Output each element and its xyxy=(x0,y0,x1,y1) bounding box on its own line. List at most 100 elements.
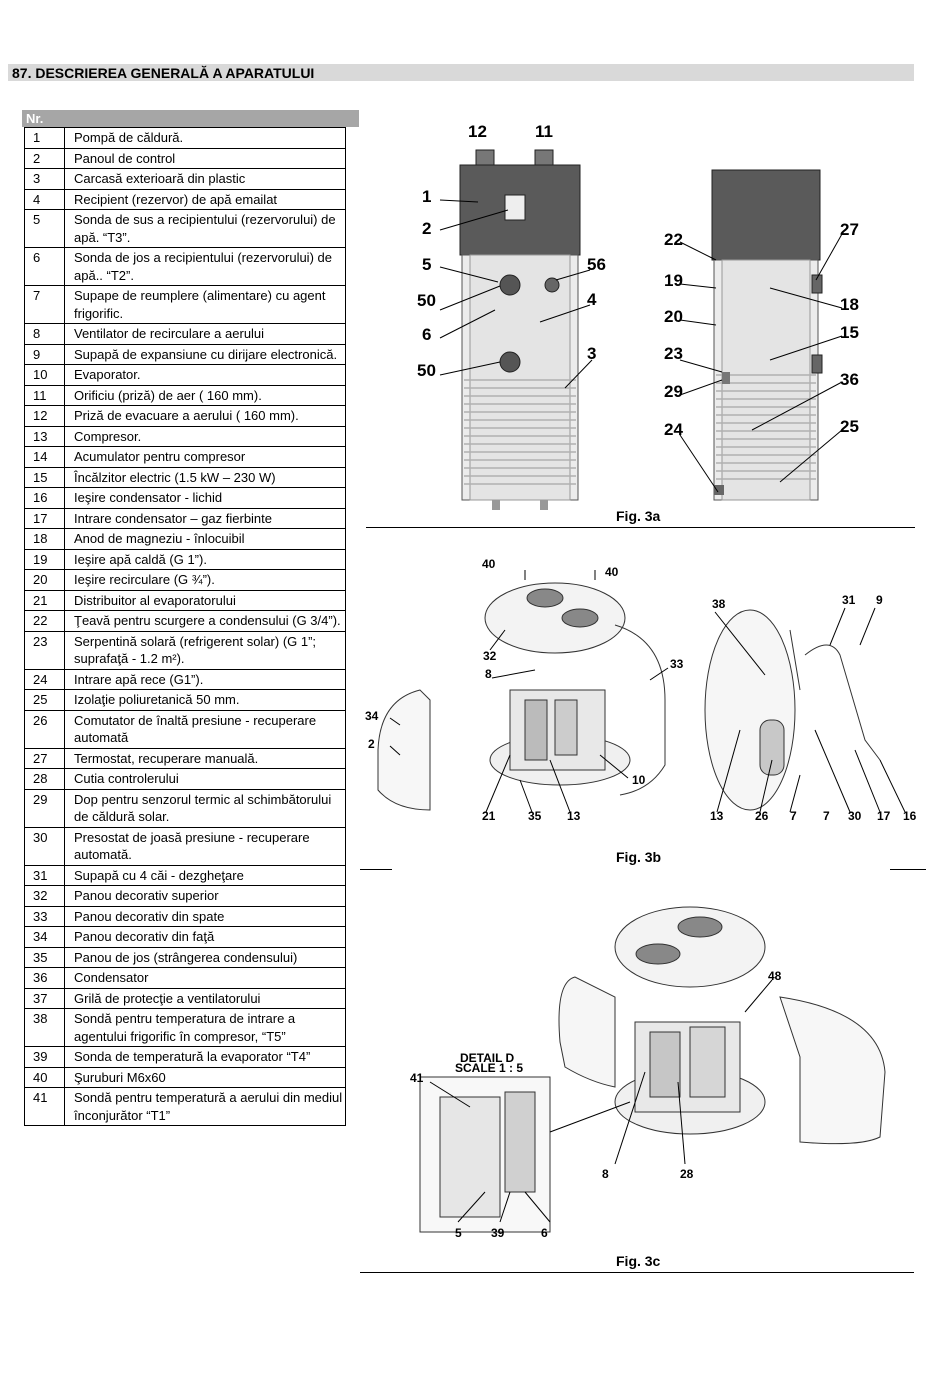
fig3c-caption: Fig. 3c xyxy=(616,1253,661,1269)
part-number: 16 xyxy=(24,487,65,509)
part-description: Termostat, recuperare manuală. xyxy=(64,747,346,769)
part-number: 23 xyxy=(24,630,65,670)
divider xyxy=(366,527,915,528)
part-description: Panou decorativ superior xyxy=(64,885,346,907)
part-number: 34 xyxy=(24,926,65,948)
part-description: Panou decorativ din spate xyxy=(64,905,346,927)
callout-label: 8 xyxy=(485,667,492,681)
callout-label: 2 xyxy=(422,219,431,238)
part-number: 18 xyxy=(24,528,65,550)
callout-label: 15 xyxy=(840,323,859,342)
callout-label: 24 xyxy=(664,420,683,439)
section-title: 87. DESCRIEREA GENERALĂ A APARATULUI xyxy=(8,64,914,81)
callout-label: 56 xyxy=(587,255,606,274)
part-description: Supapă de expansiune cu dirijare electro… xyxy=(64,343,346,365)
callout-label: 33 xyxy=(670,657,684,671)
part-number: 27 xyxy=(24,747,65,769)
part-number: 35 xyxy=(24,946,65,968)
callout-label: 16 xyxy=(903,809,917,823)
part-number: 1 xyxy=(24,127,65,149)
callout-label: 5 xyxy=(422,255,431,274)
callout-label: 34 xyxy=(365,709,379,723)
divider xyxy=(890,869,926,870)
part-description: Carcasă exterioară din plastic xyxy=(64,168,346,190)
callout-label: 2 xyxy=(368,737,375,751)
part-description: Priză de evacuare a aerului ( 160 mm). xyxy=(64,405,346,427)
part-number: 3 xyxy=(24,168,65,190)
part-description: Supape de reumplere (alimentare) cu agen… xyxy=(64,285,346,324)
callout-label: 40 xyxy=(482,557,496,571)
part-number: 9 xyxy=(24,343,65,365)
part-number: 32 xyxy=(24,885,65,907)
part-number: 19 xyxy=(24,548,65,570)
part-number: 39 xyxy=(24,1046,65,1068)
part-number: 2 xyxy=(24,147,65,169)
callout-label: 1 xyxy=(422,187,431,206)
part-description: Ţeavă pentru scurgere a condensului (G 3… xyxy=(64,610,346,632)
part-number: 17 xyxy=(24,507,65,529)
callout-label: 35 xyxy=(528,809,542,823)
part-description: Ventilator de recirculare a aerului xyxy=(64,323,346,345)
detail-label: DETAIL D xyxy=(460,1051,515,1065)
part-description: Supapă cu 4 căi - dezgheţare xyxy=(64,864,346,886)
part-description: Compresor. xyxy=(64,425,346,447)
fig3c-exploded-drawing xyxy=(419,906,886,1233)
divider xyxy=(360,869,392,870)
part-number: 15 xyxy=(24,466,65,488)
callout-label: 6 xyxy=(541,1226,548,1240)
callout-label: 21 xyxy=(482,809,496,823)
part-number: 8 xyxy=(24,323,65,345)
part-description: Serpentină solară (refrigerent solar) (G… xyxy=(64,630,346,670)
callout-label: 7 xyxy=(823,809,830,823)
callout-label: 20 xyxy=(664,307,683,326)
callout-label: 19 xyxy=(664,271,683,290)
callout-label: 8 xyxy=(602,1167,609,1181)
callout-label: 5 xyxy=(455,1226,462,1240)
callout-label: 23 xyxy=(664,344,683,363)
part-description: Ieşire condensator - lichid xyxy=(64,487,346,509)
part-description: Distribuitor al evaporatorului xyxy=(64,589,346,611)
callout-label: 6 xyxy=(422,325,431,344)
callout-label: 29 xyxy=(664,382,683,401)
callout-label: 41 xyxy=(410,1071,424,1085)
part-description: Sondă pentru temperatura de intrare a ag… xyxy=(64,1008,346,1047)
table-header: Nr. xyxy=(22,110,359,127)
part-number: 14 xyxy=(24,446,65,468)
part-number: 20 xyxy=(24,569,65,591)
part-description: Presostat de joasă presiune - recuperare… xyxy=(64,826,346,866)
callout-label: 25 xyxy=(840,417,859,436)
callout-label: 31 xyxy=(842,593,856,607)
part-description: Pompă de căldură. xyxy=(64,127,346,149)
part-description: Anod de magneziu - înlocuibil xyxy=(64,528,346,550)
callout-label: 36 xyxy=(840,370,859,389)
part-number: 41 xyxy=(24,1087,65,1126)
